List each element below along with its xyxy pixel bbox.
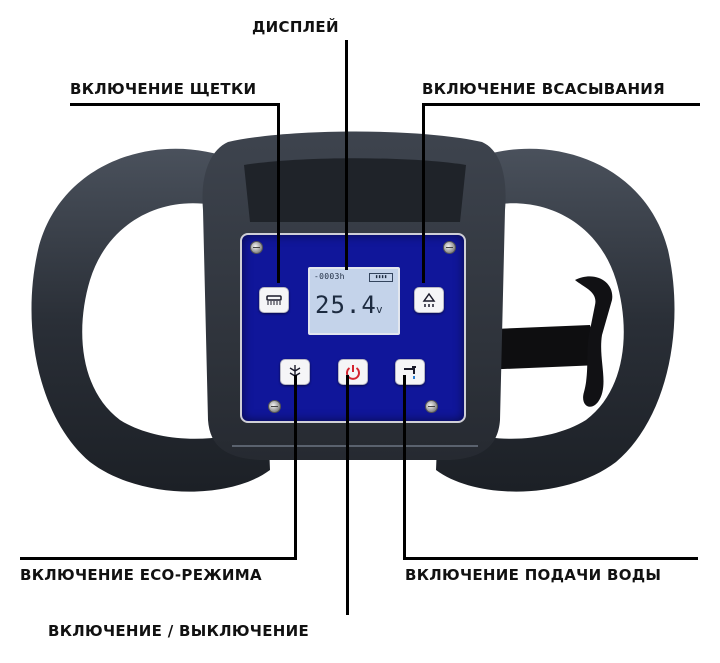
brush-leader-h: [70, 103, 280, 106]
lever-grip: [575, 276, 613, 407]
right-grip: [436, 148, 675, 492]
suction-icon: [422, 292, 436, 307]
eco-leader-h: [20, 557, 297, 560]
screw-icon: [425, 400, 438, 413]
suction-leader-h: [422, 103, 700, 106]
label-brush: ВКЛЮЧЕНИЕ ЩЕТКИ: [70, 80, 257, 98]
water-button[interactable]: [395, 359, 425, 385]
label-power: ВКЛЮЧЕНИЕ / ВЫКЛЮЧЕНИЕ: [48, 622, 310, 640]
label-eco: ВКЛЮЧЕНИЕ ECO-РЕЖИМА: [20, 566, 262, 584]
power-icon: [346, 365, 360, 380]
battery-icon: ▮▮▮▮: [369, 273, 393, 282]
power-leader: [346, 375, 349, 615]
water-leader-v: [403, 375, 406, 560]
label-display: ДИСПЛЕЙ: [252, 18, 339, 36]
control-panel: -0003h ▮▮▮▮ 25.4 v: [240, 233, 466, 423]
screw-icon: [268, 400, 281, 413]
brush-leader-v: [277, 103, 280, 283]
top-recess: [244, 158, 466, 222]
water-tap-icon: [404, 366, 416, 379]
water-leader-h: [403, 557, 698, 560]
label-water: ВКЛЮЧЕНИЕ ПОДАЧИ ВОДЫ: [405, 566, 662, 584]
voltage-readout: 25.4: [315, 291, 377, 319]
power-button[interactable]: [338, 359, 368, 385]
screw-icon: [443, 241, 456, 254]
lever-arm: [470, 325, 600, 370]
eco-leader-v: [294, 375, 297, 560]
label-suction: ВКЛЮЧЕНИЕ ВСАСЫВАНИЯ: [422, 80, 666, 98]
brush-button[interactable]: [259, 287, 289, 313]
lcd-display: -0003h ▮▮▮▮ 25.4 v: [308, 267, 400, 335]
suction-button[interactable]: [414, 287, 444, 313]
suction-leader-v: [422, 103, 425, 283]
voltage-unit: v: [376, 303, 383, 316]
hour-meter: -0003h: [314, 272, 345, 281]
brush-icon: [266, 295, 282, 305]
screw-icon: [250, 241, 263, 254]
left-grip: [31, 148, 270, 492]
display-leader: [345, 40, 348, 270]
